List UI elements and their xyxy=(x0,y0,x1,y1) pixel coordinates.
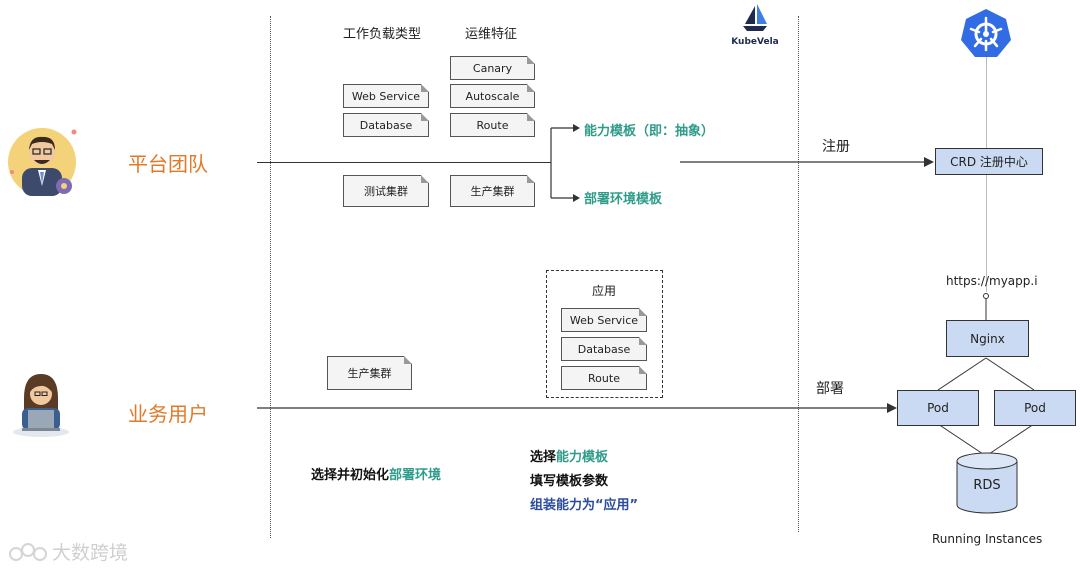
app-card-database: Database xyxy=(561,337,647,361)
env-card-prod-cluster: 生产集群 xyxy=(450,175,535,207)
business-user-avatar xyxy=(8,368,74,438)
business-user-label: 业务用户 xyxy=(128,402,208,426)
kubevela-logo-text: KubeVela xyxy=(731,37,779,47)
step-choose-highlight: 能力模板 xyxy=(556,450,609,465)
step-fill-params: 填写模板参数 xyxy=(530,474,609,489)
trait-card-canary: Canary xyxy=(450,56,535,80)
platform-team-line xyxy=(257,162,551,163)
pod-right-box: Pod xyxy=(994,390,1076,426)
watermark: 大数跨境 xyxy=(8,538,128,565)
rds-label: RDS xyxy=(973,478,1001,493)
workload-type-header: 工作负载类型 xyxy=(343,27,422,42)
kubevela-sail-icon xyxy=(743,4,767,31)
application-title: 应用 xyxy=(592,284,617,298)
trait-card-route: Route xyxy=(450,113,535,137)
deploy-arrow xyxy=(257,403,897,413)
template-branch-connector xyxy=(550,124,580,202)
watermark-text: 大数跨境 xyxy=(52,542,129,564)
app-card-route: Route xyxy=(561,366,647,390)
workload-card-database: Database xyxy=(343,113,429,137)
application-box xyxy=(546,270,663,398)
capability-template-label: 能力模板（即：抽象） xyxy=(584,124,715,139)
running-instances-caption: Running Instances xyxy=(932,532,1043,546)
watermark-logo-icon xyxy=(9,542,47,561)
step-assemble-app: 组装能力为“应用” xyxy=(530,498,639,513)
kubevela-logo: KubeVela xyxy=(730,4,780,52)
kubernetes-logo xyxy=(960,8,1012,58)
deploy-label: 部署 xyxy=(816,381,844,397)
env-card-test-cluster: 测试集群 xyxy=(343,175,429,207)
step-init-env-highlight: 部署环境 xyxy=(389,468,442,483)
step-init-env: 选择并初始化部署环境 xyxy=(311,464,441,483)
platform-team-avatar xyxy=(4,124,80,200)
app-card-web-service: Web Service xyxy=(561,308,647,332)
register-label: 注册 xyxy=(822,139,850,155)
url-label: https://myapp.i xyxy=(946,274,1038,288)
user-env-card-prod-cluster: 生产集群 xyxy=(327,356,412,390)
step-choose-prefix: 选择 xyxy=(530,450,557,465)
crd-registry-box: CRD 注册中心 xyxy=(935,148,1043,175)
register-arrow xyxy=(680,157,934,167)
step-init-env-prefix: 选择并初始化 xyxy=(311,468,390,483)
nginx-box: Nginx xyxy=(946,320,1029,357)
separator-left xyxy=(270,16,271,538)
step-choose-template: 选择能力模板 xyxy=(530,446,608,465)
trait-card-autoscale: Autoscale xyxy=(450,84,535,108)
separator-middle xyxy=(798,16,799,532)
rds-database xyxy=(956,452,1018,514)
kubernetes-helm-icon xyxy=(961,9,1011,57)
instance-connectors xyxy=(937,293,1035,457)
pod-left-box: Pod xyxy=(897,390,979,426)
env-template-label: 部署环境模板 xyxy=(584,192,663,207)
platform-team-label: 平台团队 xyxy=(128,152,208,176)
workload-card-web-service: Web Service xyxy=(343,84,429,108)
trait-header: 运维特征 xyxy=(465,27,518,42)
